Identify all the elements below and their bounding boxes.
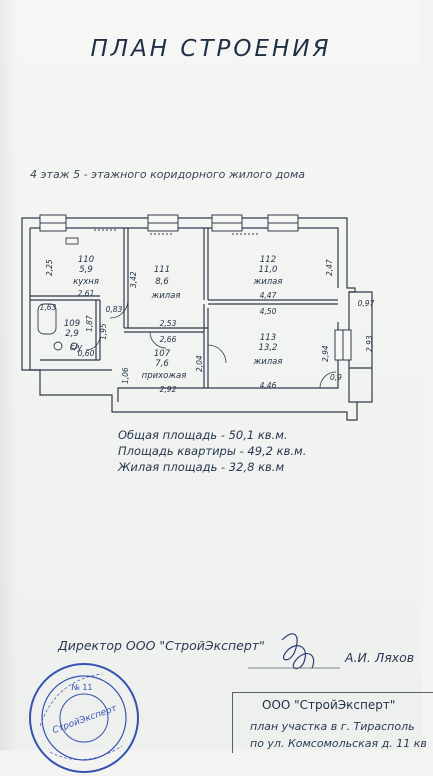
company-seal: СтройЭксперт № 11 (29, 663, 139, 773)
floor-plan: 110 5,9 кухня 111 8,6 жилая 112 11,0 жил… (21, 214, 375, 670)
hall-number: 107 (154, 349, 171, 359)
bath-number: 109 (64, 319, 80, 329)
room-113-name: жилая (253, 357, 283, 367)
room-111-number: 111 (154, 265, 170, 275)
title-block-line1: план участка в г. Тирасполь (250, 720, 415, 733)
flat-area: Площадь квартиры - 49,2 кв.м. (118, 444, 307, 458)
title-block (232, 692, 433, 753)
living-area: Жилая площадь - 32,8 кв.м (118, 460, 285, 474)
dim-2-53: 2,53 (160, 319, 177, 328)
signature-scribble (281, 633, 315, 670)
dim-2-04: 2,04 (195, 355, 204, 372)
bathtub-icon (37, 303, 57, 335)
dim-1-06: 1,06 (121, 367, 130, 384)
room-111-area: 8,6 (155, 277, 169, 287)
dim-4-50: 4,50 (260, 307, 277, 316)
dim-2-61: 2,61 (78, 289, 95, 298)
fixtures (37, 229, 260, 351)
document-title: ПЛАН СТРОЕНИЯ (90, 36, 332, 62)
room-112-number: 112 (260, 255, 276, 265)
dim-2-66: 2,66 (160, 335, 177, 344)
bath-area: 2,9 (65, 329, 79, 339)
dim-3-42: 3,42 (129, 271, 138, 288)
document-sheet (0, 0, 422, 750)
dim-1-63: 1,63 (40, 303, 57, 312)
seal-text: СтройЭксперт (51, 703, 119, 736)
sink-icon (70, 342, 78, 350)
dim-0-97: 0,97 (358, 299, 375, 308)
dim-0-9: 0,9 (330, 373, 342, 382)
windows (39, 214, 352, 361)
walls (21, 217, 373, 421)
title-block-line2: по ул. Комсомольская д. 11 кв (250, 737, 427, 750)
dim-2-94: 2,94 (321, 345, 330, 362)
dim-4-46: 4,46 (260, 381, 277, 390)
title-block-org: ООО "СтройЭксперт" (262, 698, 396, 712)
director-name: А.И. Ляхов (345, 650, 415, 665)
dim-2-93: 2,93 (365, 335, 374, 352)
director-label: Директор ООО "СтройЭксперт" (58, 638, 265, 653)
total-area: Общая площадь - 50,1 кв.м. (118, 428, 288, 442)
document-subtitle: 4 этаж 5 - этажного коридорного жилого д… (30, 168, 306, 181)
room-111-name: жилая (151, 291, 181, 301)
seal-number: № 11 (71, 683, 92, 692)
kitchen-area: 5,9 (79, 265, 93, 275)
hall-area: 7,6 (155, 359, 169, 369)
dim-4-47: 4,47 (260, 291, 277, 300)
toilet-icon (53, 341, 63, 351)
dim-0-60: 0,60 (78, 349, 95, 358)
kitchen-name: кухня (73, 277, 99, 287)
doors (85, 299, 337, 389)
dim-2-25: 2,25 (45, 259, 54, 276)
room-112-area: 11,0 (259, 265, 278, 275)
kitchen-number: 110 (78, 255, 94, 265)
dim-1-95: 1,95 (99, 323, 108, 340)
dim-2-47: 2,47 (325, 259, 334, 276)
room-112-name: жилая (253, 277, 283, 287)
room-113-number: 113 (260, 333, 276, 343)
stove-icon (65, 237, 79, 245)
hall-name: прихожая (142, 371, 187, 381)
dim-2-92: 2,92 (160, 385, 177, 394)
page-edge-shadow (0, 0, 18, 750)
bath-name: с/у (70, 343, 84, 353)
room-113-area: 13,2 (259, 343, 278, 353)
dim-0-83: 0,83 (106, 305, 123, 314)
dim-1-87: 1,87 (85, 315, 94, 332)
